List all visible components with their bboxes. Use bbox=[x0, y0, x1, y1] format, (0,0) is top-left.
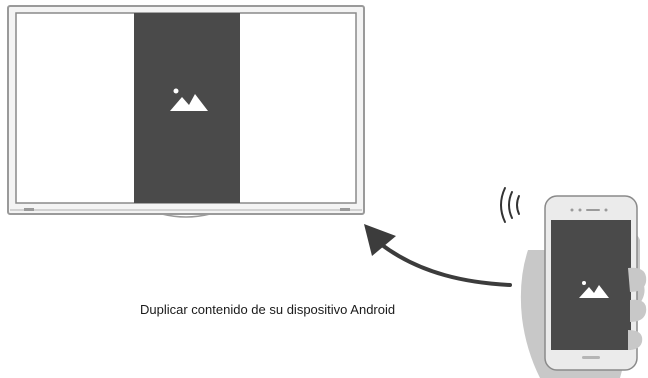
tv bbox=[7, 5, 365, 218]
hand-finger bbox=[630, 299, 647, 322]
phone-image-icon bbox=[579, 281, 609, 298]
hand-thumb bbox=[628, 267, 647, 292]
hand-finger-low bbox=[628, 330, 643, 350]
tv-image-icon bbox=[170, 88, 208, 111]
wireless-signal-icon bbox=[500, 187, 520, 223]
tv-right-button bbox=[340, 208, 350, 211]
diagram-caption: Duplicar contenido de su dispositivo And… bbox=[140, 302, 396, 317]
hand-holding-phone bbox=[520, 195, 647, 378]
phone-top-sensors bbox=[570, 208, 608, 212]
phone-home-bar bbox=[582, 356, 600, 359]
tv-stand bbox=[161, 213, 211, 218]
tv-left-button bbox=[24, 208, 34, 211]
curved-arrow-icon bbox=[364, 224, 512, 287]
phone-screen bbox=[551, 220, 631, 350]
